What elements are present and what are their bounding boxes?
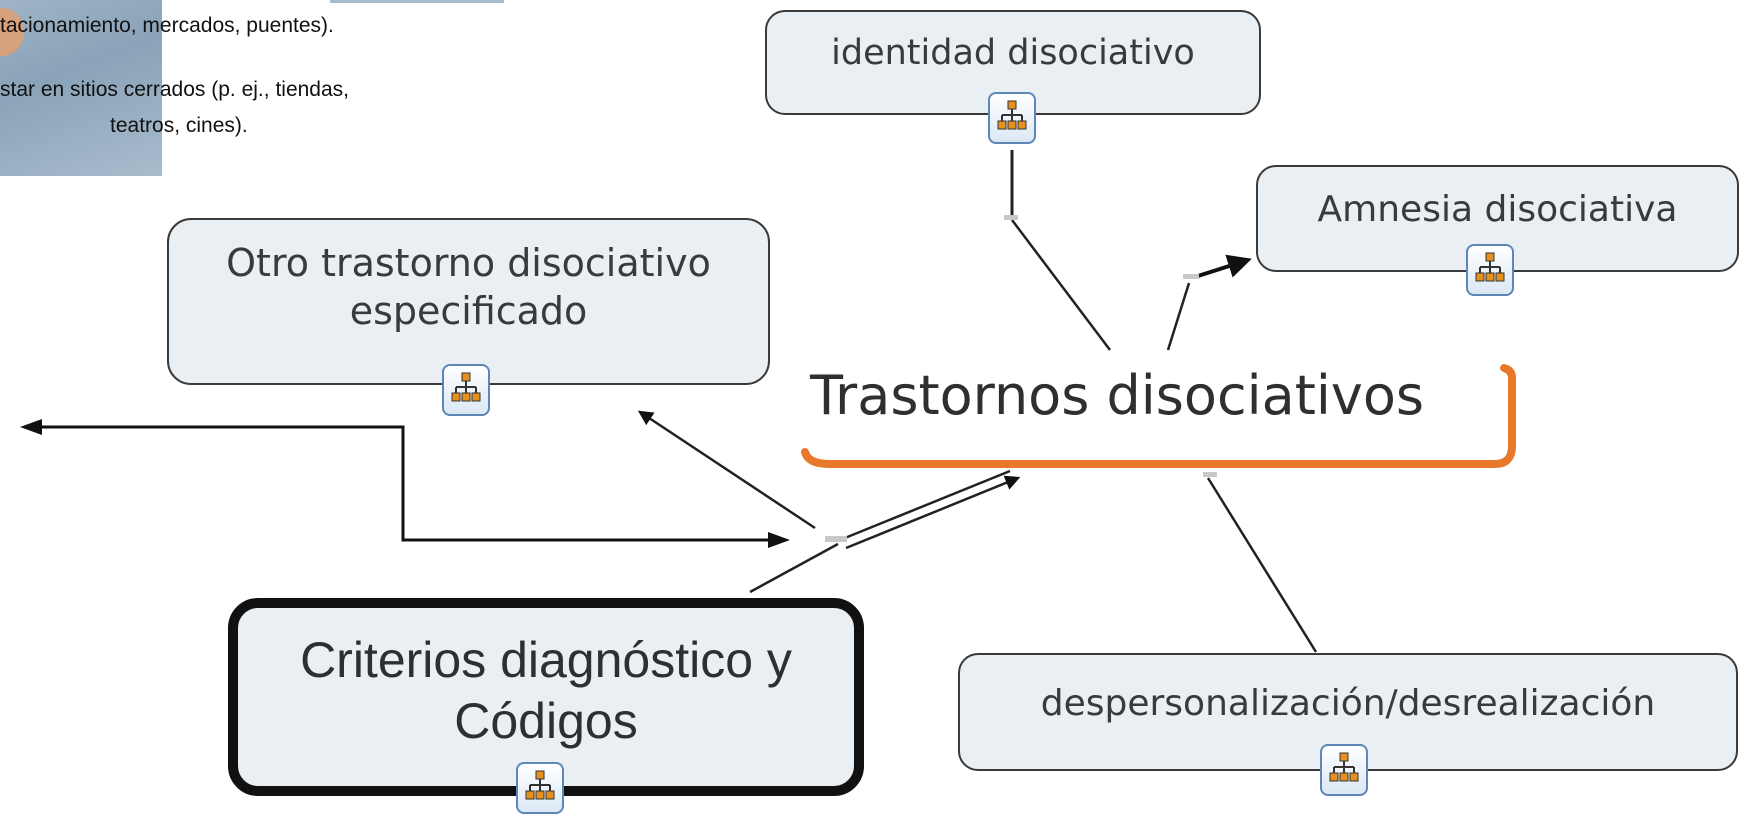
link-identidad-to-central xyxy=(1011,219,1111,351)
background-text-line-3: teatros, cines). xyxy=(110,114,248,137)
node-otro-trastorno[interactable]: Otro trastorno disociativo especificado xyxy=(167,218,770,385)
elbow-arrowhead-right xyxy=(768,532,790,548)
link-double-b xyxy=(845,475,1021,550)
background-image-strip xyxy=(330,0,504,3)
node-label: Amnesia disociativa xyxy=(1317,189,1678,230)
elbow-connector xyxy=(40,425,785,542)
elbow-arrowhead-left xyxy=(20,419,42,435)
node-label: Otro trastorno disociativo especificado xyxy=(226,241,711,333)
node-label: despersonalización/desrealización xyxy=(1040,683,1656,724)
arrow-to-amnesia xyxy=(1197,254,1252,278)
submap-hierarchy-icon[interactable] xyxy=(442,364,490,416)
submap-hierarchy-icon[interactable] xyxy=(988,92,1036,144)
submap-hierarchy-icon[interactable] xyxy=(516,762,564,814)
background-text-line-1: tacionamiento, mercados, puentes). xyxy=(0,14,334,37)
link-central-amnesia xyxy=(1166,282,1191,351)
link-handle xyxy=(1203,472,1217,477)
link-handle xyxy=(1004,215,1018,220)
central-node-title[interactable]: Trastornos disociativos xyxy=(810,364,1425,427)
link-central-despersonalizacion xyxy=(1206,477,1318,653)
submap-hierarchy-icon[interactable] xyxy=(1466,244,1514,296)
link-handle xyxy=(825,536,847,542)
link-criterios xyxy=(749,542,839,594)
node-label: identidad disociativo xyxy=(831,33,1195,73)
arrow-to-otro xyxy=(637,410,816,530)
link-double-a xyxy=(839,469,1011,542)
background-image-fragment xyxy=(0,0,162,176)
background-text-line-2: star en sitios cerrados (p. ej., tiendas… xyxy=(0,78,349,101)
submap-hierarchy-icon[interactable] xyxy=(1320,744,1368,796)
node-label: Criterios diagnóstico y Códigos xyxy=(300,632,792,749)
link-handle xyxy=(1183,274,1199,279)
